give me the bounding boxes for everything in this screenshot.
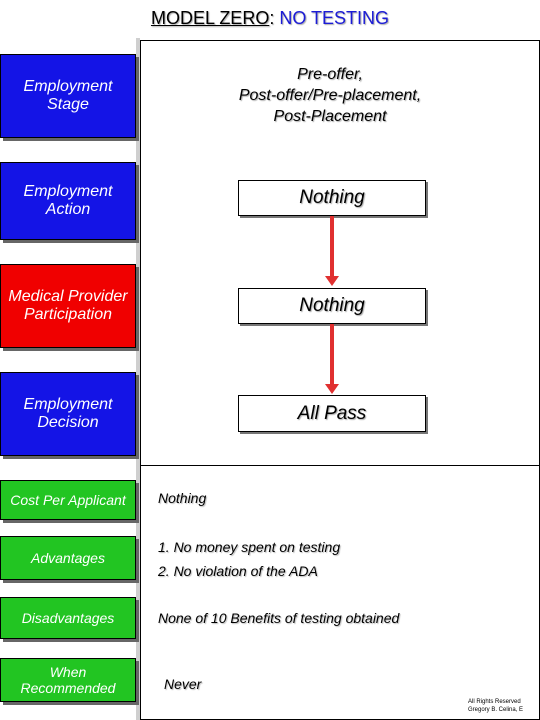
label-employment-decision-text: Employment Decision [23,396,113,431]
node-decision: All Pass [238,395,426,432]
label-disadvantages-text: Disadvantages [21,610,115,626]
cost-value: Nothing [158,490,207,506]
label-employment-action-text: Employment Action [23,183,113,218]
label-medical-provider-text: Medical Provider Participation [8,288,128,323]
stage-line-2: Post-offer/Pre-placement, [238,87,422,104]
arrowhead-2 [325,384,339,394]
footer-copyright: All Rights Reserved Gregory B. Celina, E [468,698,523,714]
title-main: MODEL ZERO [150,8,270,28]
column-separator [136,38,140,720]
arrow-medical-to-decision [330,324,334,384]
node-action-text: Nothing [299,187,365,208]
advantage-1: 1. No money spent on testing [158,539,341,555]
arrowhead-1 [325,276,339,286]
node-medical-text: Nothing [299,295,365,316]
label-disadvantages: Disadvantages [0,597,136,639]
node-medical: Nothing [238,288,426,324]
label-when-text: When Recommended [20,664,116,696]
label-employment-decision: Employment Decision [0,372,136,456]
when-value: Never [164,676,202,692]
label-advantages-text: Advantages [31,550,105,566]
label-employment-stage: Employment Stage [0,54,136,138]
stage-line-3: Post-Placement [273,108,387,125]
label-advantages: Advantages [0,536,136,580]
label-when-recommended: When Recommended [0,658,136,702]
title-accent: NO TESTING [279,8,390,28]
label-employment-stage-text: Employment Stage [23,78,113,113]
page-title: MODEL ZERO: NO TESTING [0,8,540,29]
stage-line-1: Pre-offer, [297,66,363,83]
label-medical-provider: Medical Provider Participation [0,264,136,348]
footer-line-1: All Rights Reserved [468,699,521,705]
employment-stage-text: Pre-offer, Post-offer/Pre-placement, Pos… [140,64,520,127]
footer-line-2: Gregory B. Celina, E [468,707,524,713]
details-panel [140,466,540,720]
node-decision-text: All Pass [297,402,367,424]
label-employment-action: Employment Action [0,162,136,240]
node-action: Nothing [238,180,426,216]
disadvantages-value: None of 10 Benefits of testing obtained [158,610,400,626]
label-cost-per-applicant: Cost Per Applicant [0,480,136,520]
arrow-action-to-medical [330,216,334,276]
label-cost-text: Cost Per Applicant [10,492,126,508]
advantage-2: 2. No violation of the ADA [158,563,318,579]
title-colon: : [269,8,280,28]
